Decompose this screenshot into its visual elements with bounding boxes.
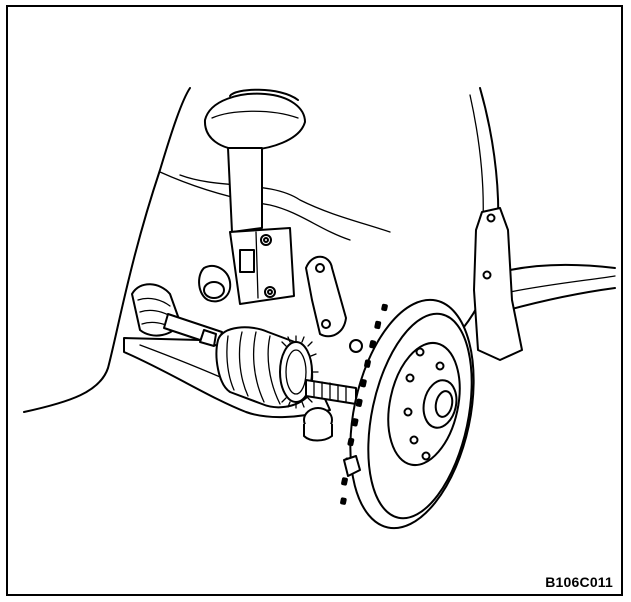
figure-code-label: B106C011: [545, 574, 613, 590]
fender-panel: [507, 263, 616, 311]
outer-cv-boot: [215, 326, 319, 409]
ball-joint-stud: [343, 455, 361, 477]
mud-flap: [473, 207, 523, 361]
strut-assembly: [227, 147, 295, 305]
steering-knuckle: [305, 255, 347, 338]
wheel-hub: [387, 341, 461, 467]
stabilizer-link: [198, 264, 232, 303]
strut-top-mount: [203, 88, 306, 151]
